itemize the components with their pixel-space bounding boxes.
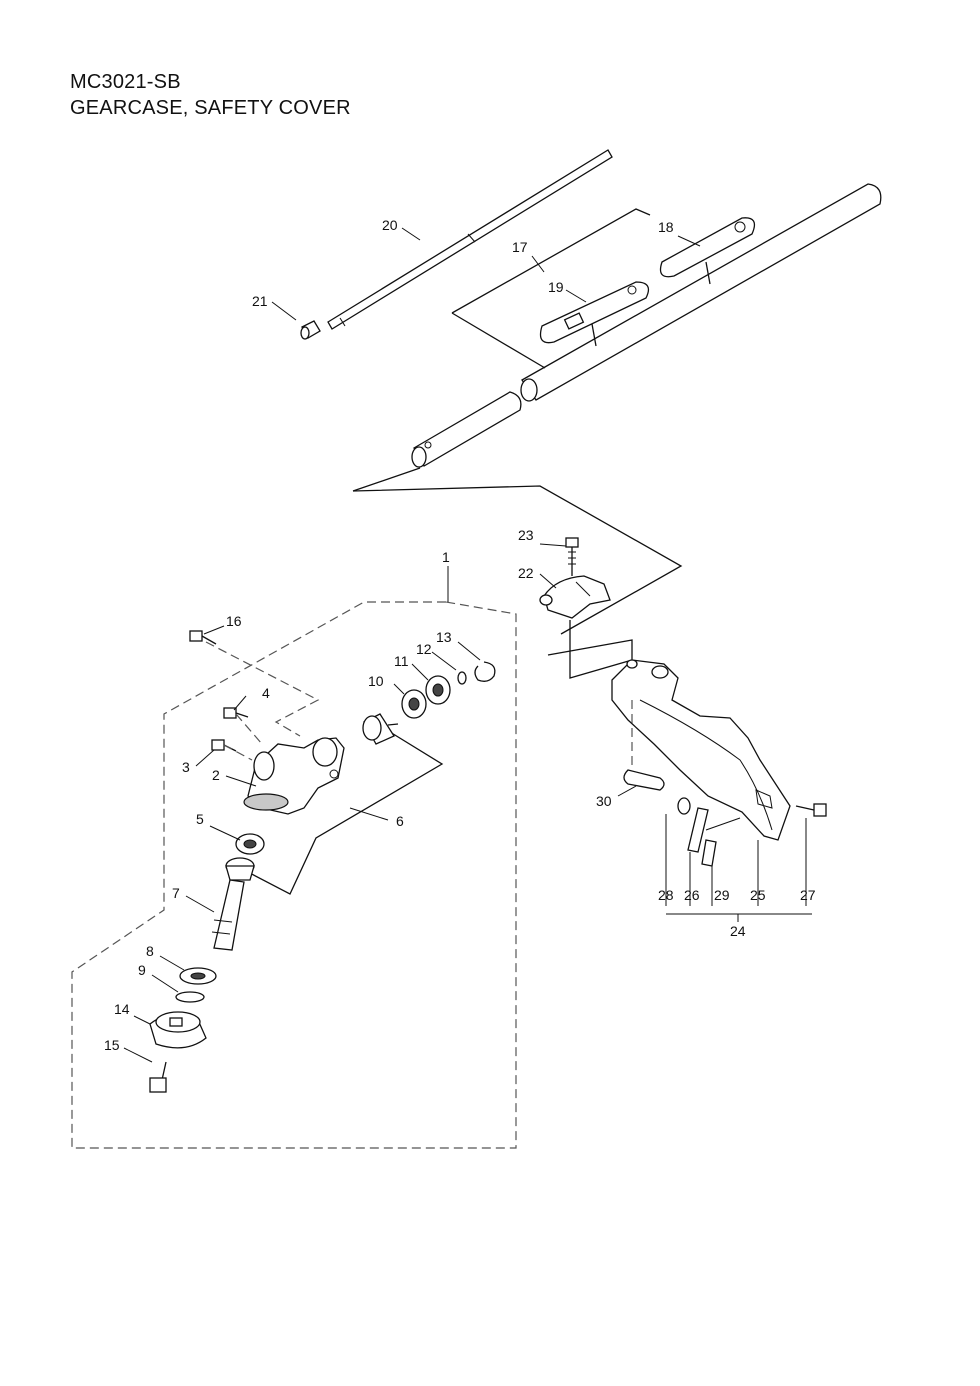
callout-20: 20: [382, 217, 398, 233]
safety-cover-part: [611, 659, 791, 841]
callout-15: 15: [104, 1037, 120, 1053]
gearcase-part: [243, 737, 345, 815]
output-shaft-part: [211, 879, 245, 951]
label-29-part: [701, 839, 717, 867]
callout-labels: 1 2 3 4 5 6 7 8 9 10 11 12 13 14 15 16 1…: [104, 217, 816, 1053]
lower-tube-part: [411, 391, 522, 468]
callout-29: 29: [714, 887, 730, 903]
callout-28: 28: [658, 887, 674, 903]
callout-6: 6: [396, 813, 404, 829]
callout-30: 30: [596, 793, 612, 809]
callout-14: 14: [114, 1001, 130, 1017]
label-sticker-19-part: [539, 281, 650, 347]
ring-12-part: [457, 671, 467, 685]
nut-28-part: [677, 797, 691, 815]
gear-set-6-outline: [243, 731, 444, 895]
leader-lines: [123, 227, 812, 1063]
callout-27: 27: [800, 887, 816, 903]
callout-4: 4: [262, 685, 270, 701]
bearing-5-part: [235, 833, 265, 855]
shaft-cap-part: [300, 320, 321, 340]
bolt-16-part: [189, 630, 217, 645]
bearing-11-part: [425, 675, 451, 705]
bevel-gear-part: [225, 857, 255, 881]
label-sticker-18-part: [659, 217, 756, 285]
bolt-15-part: [149, 1061, 167, 1093]
spacer-plate-part: [623, 769, 665, 791]
washer-9-part: [175, 991, 205, 1003]
callout-3: 3: [182, 759, 190, 775]
callout-25: 25: [750, 887, 766, 903]
callout-26: 26: [684, 887, 700, 903]
bolt-4-part: [223, 707, 249, 719]
circlip-13-part: [474, 661, 496, 682]
bolt-27-part: [795, 803, 827, 817]
callout-10: 10: [368, 673, 384, 689]
callout-16: 16: [226, 613, 242, 629]
callout-1: 1: [442, 549, 450, 565]
bolt-23-part: [565, 537, 579, 576]
section-title: GEARCASE, SAFETY COVER: [70, 97, 351, 119]
drive-shaft-part: [327, 149, 613, 330]
blade-holder-part: [149, 1011, 207, 1049]
callout-19: 19: [548, 279, 564, 295]
callout-9: 9: [138, 962, 146, 978]
callout-12: 12: [416, 641, 432, 657]
callout-8: 8: [146, 943, 154, 959]
model-number: MC3021-SB: [70, 71, 181, 93]
bearing-8-part: [179, 967, 217, 985]
pinion-gear-part: [362, 713, 399, 745]
callout-18: 18: [658, 219, 674, 235]
callout-17: 17: [512, 239, 528, 255]
callout-23: 23: [518, 527, 534, 543]
callout-5: 5: [196, 811, 204, 827]
callout-22: 22: [518, 565, 534, 581]
callout-7: 7: [172, 885, 180, 901]
clamp-part: [539, 575, 611, 619]
label-plate-17-outline: [451, 208, 651, 314]
callout-21: 21: [252, 293, 268, 309]
bearing-10-part: [401, 689, 427, 719]
callout-24: 24: [730, 923, 746, 939]
callout-2: 2: [212, 767, 220, 783]
label-26-part: [687, 807, 709, 853]
main-tube-part: [520, 183, 882, 402]
callout-13: 13: [436, 629, 452, 645]
gearcase-assembly-boundary: [71, 601, 517, 1149]
callout-11: 11: [394, 653, 409, 669]
